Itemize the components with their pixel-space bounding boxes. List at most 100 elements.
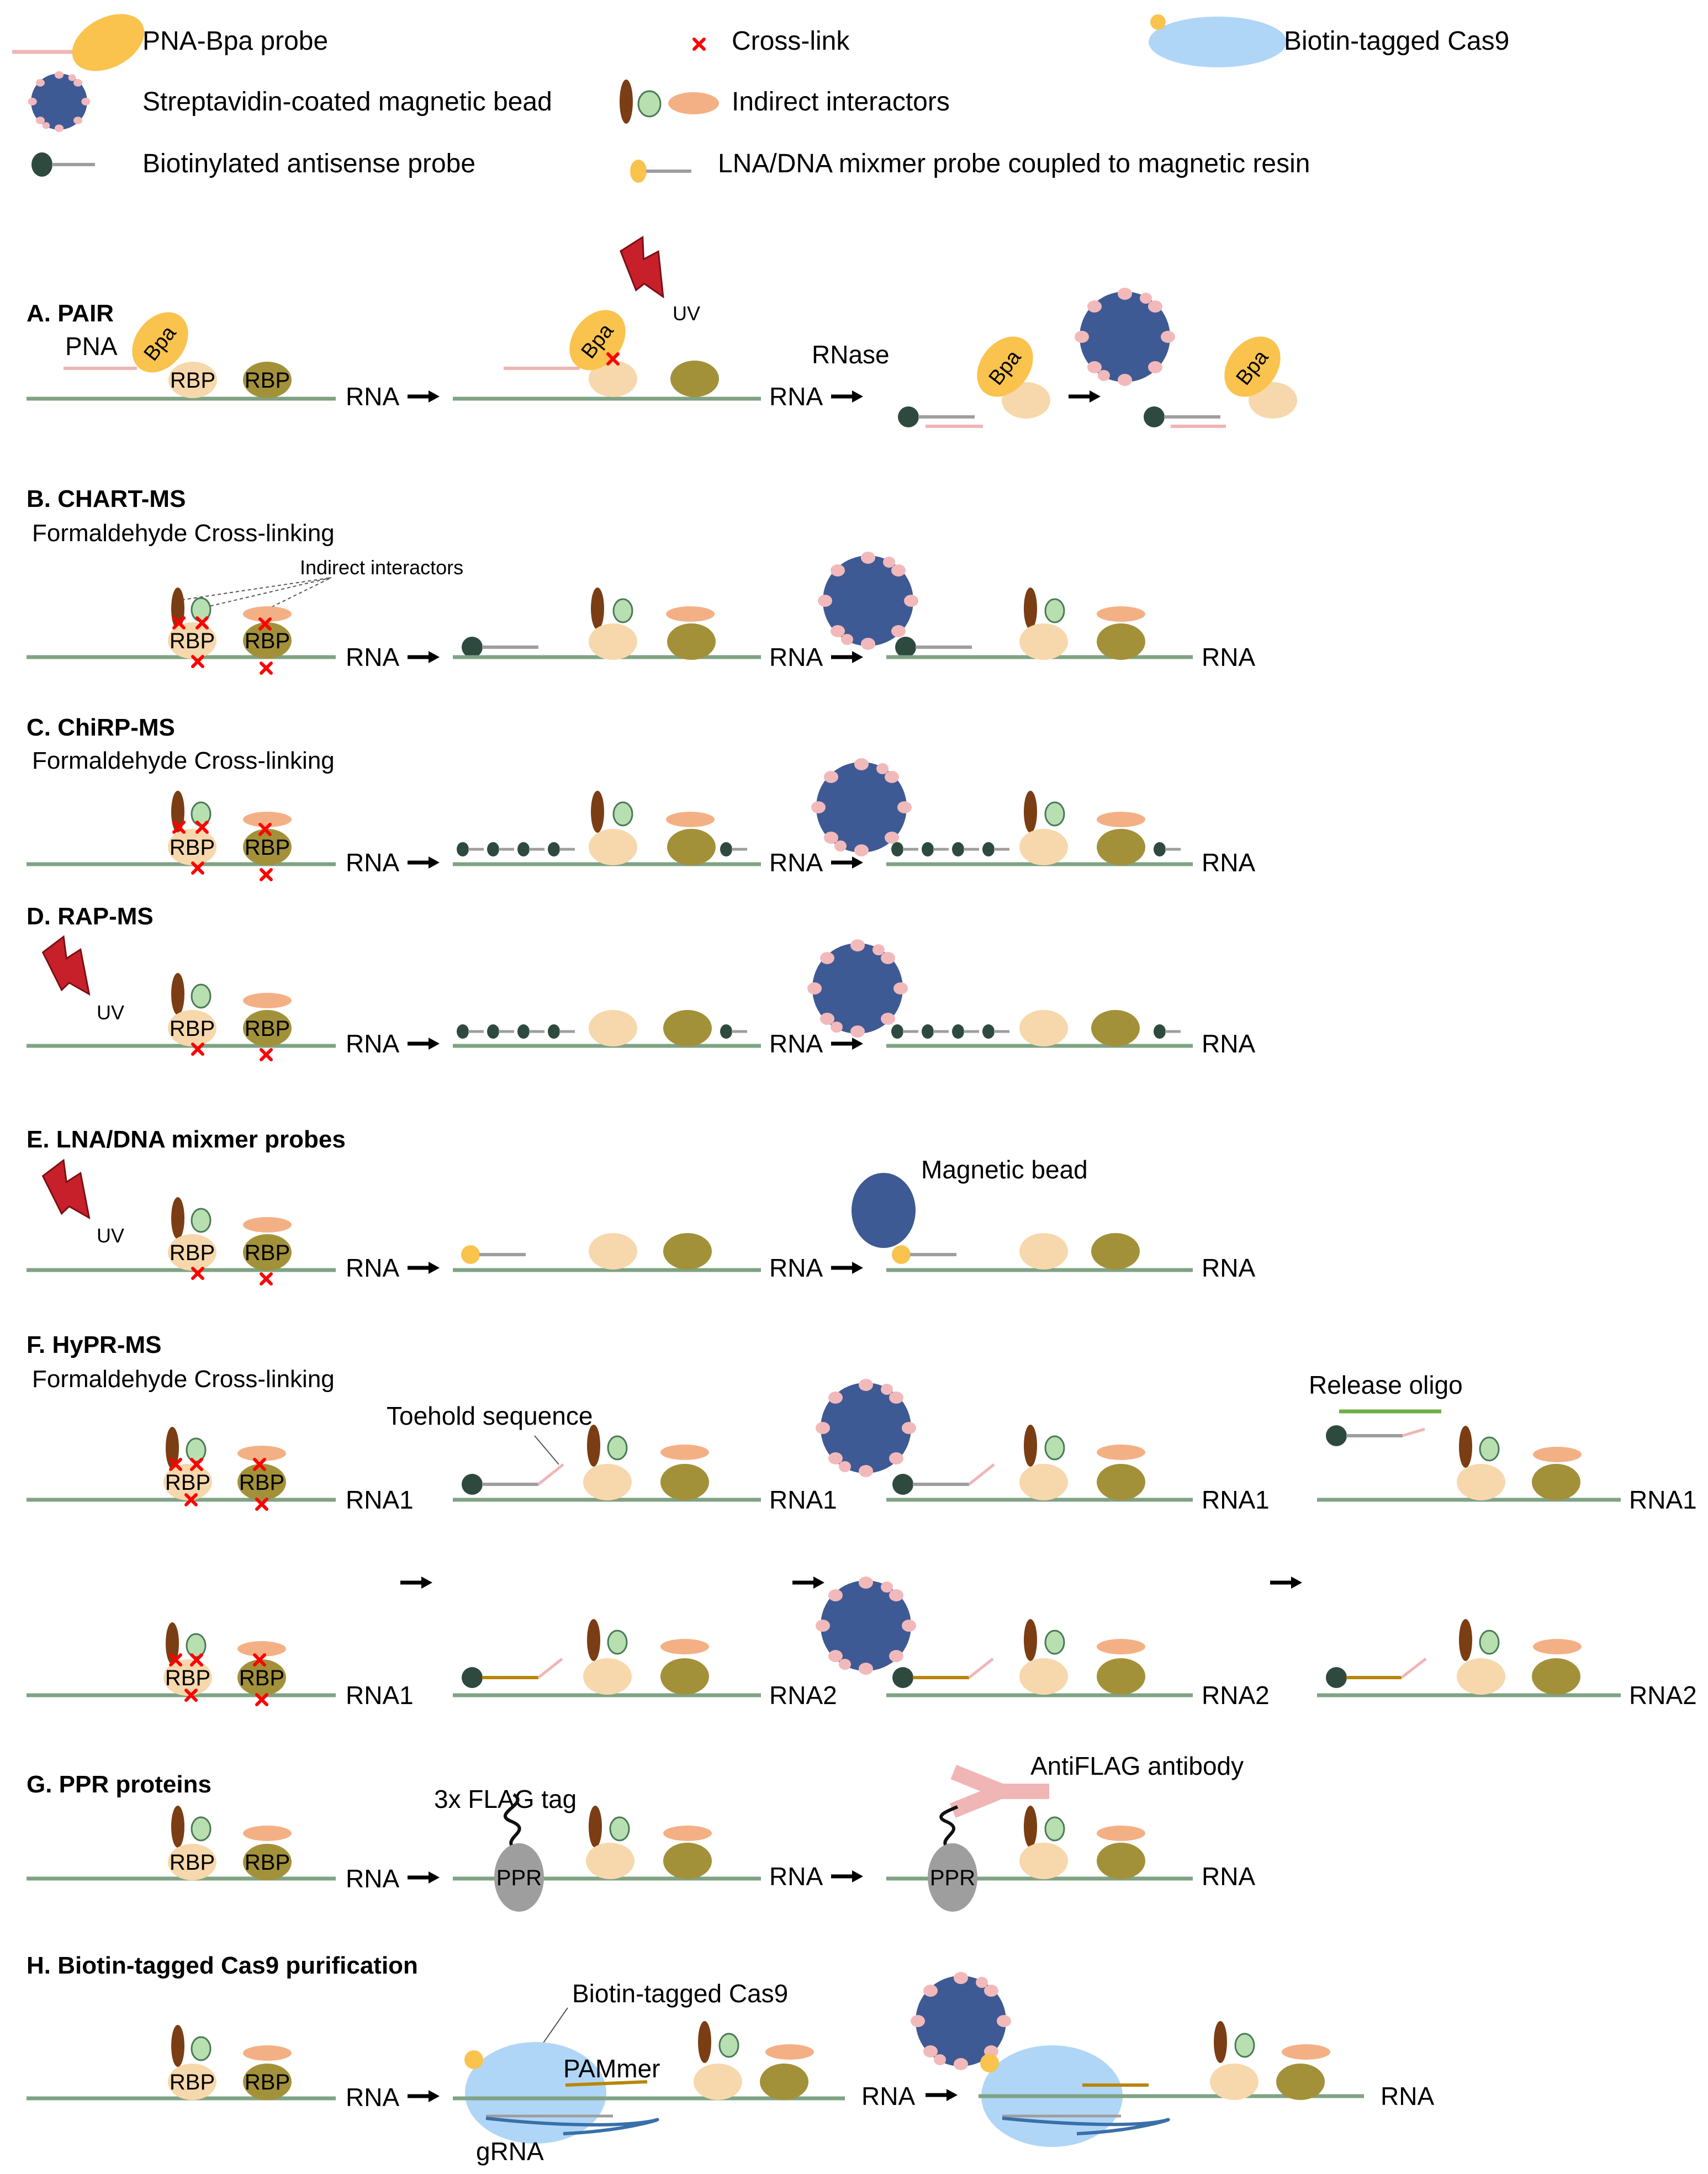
release-oligo-label: Release oligo bbox=[1309, 1371, 1463, 1399]
cas9-label: Biotin-tagged Cas9 bbox=[572, 1979, 788, 2008]
rna2-label: RNA2 bbox=[1629, 1681, 1697, 1710]
rbp-olive bbox=[667, 829, 716, 865]
salmon-interactor bbox=[1097, 812, 1145, 827]
cross-link-icon bbox=[261, 1050, 271, 1060]
arrow-icon bbox=[1270, 1577, 1302, 1589]
toehold-strand bbox=[537, 1463, 564, 1485]
arrow-icon bbox=[408, 651, 440, 663]
arrow-icon bbox=[1069, 390, 1101, 403]
salmon-interactor bbox=[237, 1446, 286, 1461]
panel-a-title: A. PAIR bbox=[27, 300, 114, 327]
rna-label: RNA bbox=[769, 382, 823, 411]
pammer-label: PAMmer bbox=[563, 2054, 660, 2083]
rbp-olive bbox=[1097, 1464, 1145, 1500]
rbp-label: RBP bbox=[245, 1850, 290, 1875]
lna-probe bbox=[892, 1245, 956, 1264]
biotin-head bbox=[462, 1667, 483, 1688]
rbp-label: RBP bbox=[245, 1241, 290, 1265]
salmon-interactor bbox=[1533, 1447, 1582, 1462]
green-interactor bbox=[1044, 1630, 1065, 1655]
rna-label: RNA bbox=[769, 1862, 823, 1891]
green-interactor bbox=[718, 2033, 739, 2058]
rbp-olive bbox=[760, 2064, 808, 2100]
arrow-icon bbox=[408, 856, 440, 869]
salmon-interactor bbox=[666, 606, 715, 622]
biotinylated-probe bbox=[895, 637, 972, 658]
streptavidin-bead bbox=[816, 1379, 916, 1477]
rna1-label: RNA1 bbox=[1202, 1485, 1270, 1514]
rna1-label: RNA1 bbox=[769, 1485, 837, 1514]
rbp-olive bbox=[663, 1843, 712, 1879]
panel-e-lna-dna: E. LNA/DNA mixmer probes UV RBP RBP RNA … bbox=[27, 1126, 1255, 1284]
grna-label: gRNA bbox=[476, 2137, 544, 2166]
legend-cross-link-label: Cross-link bbox=[732, 27, 850, 56]
legend-lna-label: LNA/DNA mixmer probe coupled to magnetic… bbox=[718, 149, 1310, 178]
rbp-label: RBP bbox=[239, 1666, 284, 1690]
rbp-light bbox=[1019, 1464, 1068, 1500]
rbp-olive bbox=[1097, 1843, 1145, 1879]
arrow-icon bbox=[831, 1038, 863, 1050]
panel-b-title: B. CHART-MS bbox=[27, 485, 186, 512]
brown-interactor bbox=[1024, 1619, 1037, 1661]
bpa-probe bbox=[1224, 336, 1281, 397]
arrow-icon bbox=[408, 2090, 440, 2102]
green-interactor bbox=[1044, 598, 1065, 623]
cas9-legend-icon bbox=[1149, 17, 1287, 67]
pna-label: PNA bbox=[65, 332, 118, 361]
rbp-light bbox=[1019, 1010, 1068, 1046]
brown-interactor bbox=[1459, 1619, 1472, 1661]
rna-label: RNA bbox=[346, 848, 399, 877]
biotinylated-probe bbox=[898, 406, 975, 427]
green-interactor bbox=[612, 598, 633, 623]
brown-interactor bbox=[591, 588, 604, 630]
rna-label: RNA bbox=[1202, 848, 1255, 877]
rbp-light bbox=[1019, 1233, 1068, 1270]
green-interactor bbox=[191, 1816, 211, 1842]
brown-interactor bbox=[1459, 1426, 1472, 1468]
arrow-icon bbox=[792, 1577, 824, 1589]
biotin-head bbox=[892, 1667, 913, 1688]
rbp-olive bbox=[660, 1464, 709, 1500]
biotinylated-probe-icon bbox=[31, 152, 95, 177]
rbp-light bbox=[1457, 1464, 1505, 1500]
rbp-olive bbox=[1532, 1464, 1580, 1500]
rna-label: RNA bbox=[346, 643, 399, 671]
rbp-olive bbox=[1097, 623, 1145, 660]
panel-d-title: D. RAP-MS bbox=[27, 903, 154, 930]
uv-label: UV bbox=[673, 302, 700, 325]
salmon-interactor bbox=[1097, 1445, 1145, 1460]
rna2-label: RNA2 bbox=[1202, 1681, 1270, 1710]
streptavidin-bead bbox=[818, 552, 918, 650]
rbp-light bbox=[589, 829, 637, 865]
green-interactor bbox=[1044, 1816, 1065, 1842]
panel-b-chart-ms: B. CHART-MS Formaldehyde Cross-linking I… bbox=[27, 485, 1255, 673]
uv-label: UV bbox=[97, 1224, 124, 1247]
panel-d-rap-ms: D. RAP-MS UV RBP RBP RNA RNA RNA bbox=[27, 903, 1255, 1060]
panel-g-ppr: G. PPR proteins RBP RBP RNA 3x FLAG tag … bbox=[27, 1752, 1255, 1912]
brown-interactor bbox=[1024, 1806, 1037, 1848]
biotinylated-probe bbox=[462, 1474, 538, 1495]
rbp-light bbox=[1019, 1843, 1068, 1879]
panel-g-title: G. PPR proteins bbox=[27, 1771, 211, 1798]
rbp-light bbox=[694, 2064, 742, 2100]
brown-interactor bbox=[587, 1425, 600, 1467]
rbp-label: RBP bbox=[170, 368, 215, 393]
biotinylated-probe-short bbox=[952, 842, 979, 856]
arrow-icon bbox=[831, 856, 863, 869]
brown-interactor bbox=[171, 2025, 184, 2067]
green-interactor bbox=[1479, 1436, 1500, 1462]
toehold-callout bbox=[534, 1435, 559, 1465]
salmon-interactor-icon bbox=[668, 92, 719, 114]
indirect-interactors-callout: Indirect interactors bbox=[300, 556, 463, 579]
biotinylated-probe-short bbox=[548, 1024, 575, 1039]
arrow-icon bbox=[408, 1038, 440, 1050]
toehold-label: Toehold sequence bbox=[387, 1401, 593, 1430]
magnetic-bead-label: Magnetic bead bbox=[921, 1155, 1088, 1184]
flag-tag-label: 3x FLAG tag bbox=[434, 1785, 577, 1813]
biotinylated-probe-short bbox=[891, 1024, 918, 1039]
ppr-protein bbox=[928, 1843, 977, 1912]
rna-label: RNA bbox=[769, 1029, 823, 1058]
grna-strand bbox=[485, 2117, 659, 2135]
rna1-label: RNA1 bbox=[1629, 1485, 1697, 1514]
lna-probe-icon bbox=[630, 160, 691, 183]
